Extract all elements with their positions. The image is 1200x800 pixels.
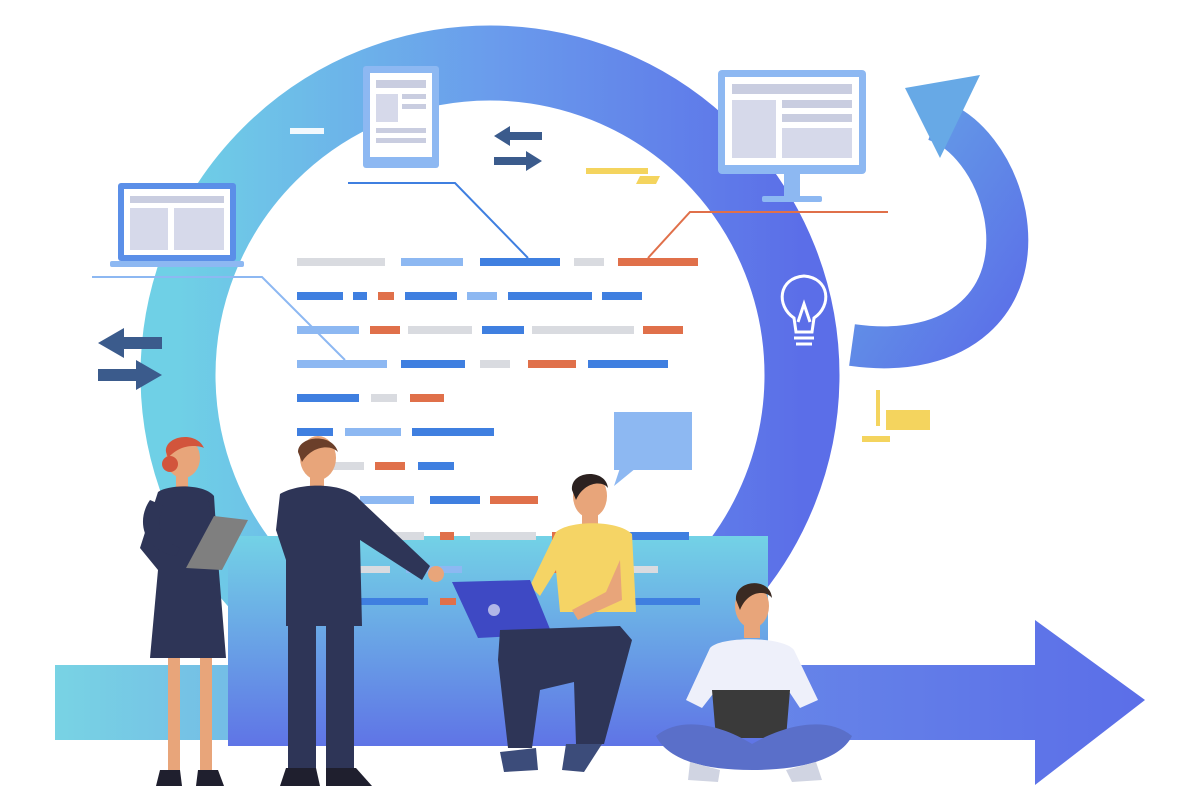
arrows-left-right-icon-2 xyxy=(98,328,162,390)
yellow-marks xyxy=(586,168,930,442)
person-man-pointing xyxy=(276,436,444,786)
document-icon xyxy=(363,66,439,168)
lightbulb-icon xyxy=(780,274,828,346)
person-man-laptop-sitting xyxy=(452,473,636,772)
person-man-floor-laptop xyxy=(656,583,852,782)
laptop-icon xyxy=(110,183,244,267)
arrows-left-right-icon xyxy=(494,126,542,171)
monitor-icon xyxy=(718,70,866,202)
person-woman-tablet xyxy=(140,436,248,786)
chat-bubble-icon xyxy=(614,412,692,486)
cycle-arrow-icon xyxy=(849,75,1029,369)
connector-lines xyxy=(92,182,888,361)
dash-mark xyxy=(290,128,324,134)
code-lines xyxy=(297,258,698,504)
